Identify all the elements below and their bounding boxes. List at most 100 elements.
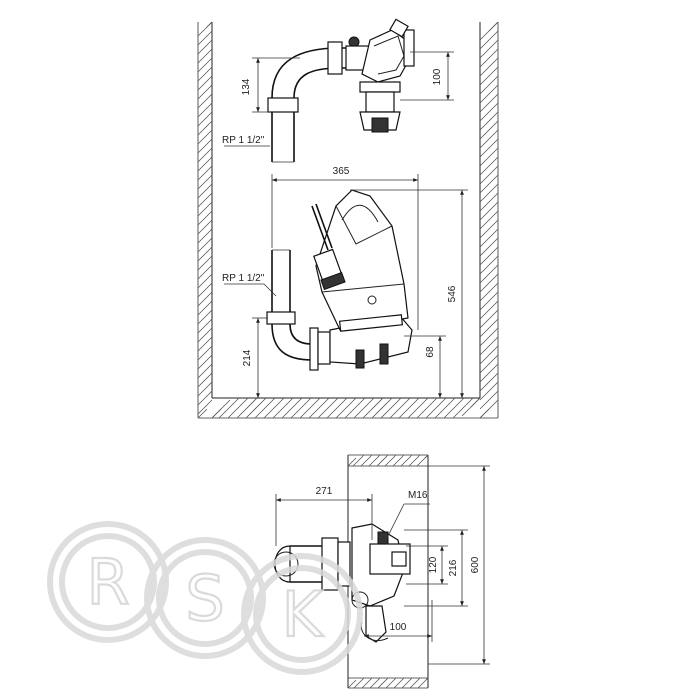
watermark-letter-s: S (185, 562, 224, 635)
hatch-line (479, 111, 499, 131)
hatch-line (371, 397, 393, 419)
hatch-line (272, 397, 294, 419)
hatch-line (197, 291, 213, 307)
hatch-line (197, 318, 213, 334)
hatch-line (335, 397, 357, 419)
hatch-line (197, 129, 213, 145)
hatch-line (425, 677, 429, 681)
hatch-line (227, 397, 249, 419)
hatch-line (479, 201, 499, 221)
hatch-line (361, 677, 373, 689)
hatch-line (353, 677, 365, 689)
hatch-line (197, 210, 213, 226)
hatch-line (479, 183, 499, 203)
top-discharge-assembly (267, 18, 415, 163)
hatch-line (384, 454, 397, 467)
hatch-line (479, 300, 499, 320)
hatch-line (479, 255, 499, 275)
hatch-line (479, 246, 499, 266)
hatch-line (299, 397, 321, 419)
hatch-line (479, 345, 499, 365)
side-dimensions: 365 546 68 214 RP 1 1/2" (222, 166, 468, 398)
hatch-line (389, 397, 411, 419)
plan-dimensions: 271 M16 120 216 600 100 (275, 465, 490, 665)
dim-271-label: 271 (316, 486, 333, 497)
hatch-line (416, 397, 438, 419)
hatch-line (479, 174, 499, 194)
hatch-line (479, 75, 499, 95)
hatch-line (197, 138, 213, 154)
hatch-line (245, 397, 267, 419)
hatch-line (197, 174, 213, 190)
hatch-line (352, 454, 365, 467)
hatch-line (479, 372, 499, 392)
hatch-line (434, 397, 456, 419)
hatch-line (479, 354, 499, 374)
hatch-line (197, 372, 213, 388)
hatch-line (344, 397, 366, 419)
hatch-line (197, 327, 213, 343)
hatch-line (377, 677, 389, 689)
dim-216-label: 216 (448, 559, 459, 576)
hatch-line (197, 75, 213, 91)
dim-68-label: 68 (425, 346, 436, 358)
hatch-line (479, 273, 499, 293)
hatch-line (197, 183, 213, 199)
hatch-line (197, 273, 213, 289)
hatch-line (479, 237, 499, 257)
hatch-line (479, 318, 499, 338)
hatch-line (479, 39, 499, 59)
hatch-line (409, 677, 421, 689)
hatch-line (197, 399, 213, 415)
hatch-line (317, 397, 339, 419)
hatch-line (197, 147, 213, 163)
hatch-line (197, 84, 213, 100)
hatch-line (362, 397, 384, 419)
hatch-line (479, 48, 499, 68)
hatch-line (197, 102, 213, 118)
plan-top-hatch (347, 454, 429, 467)
hatch-line (385, 677, 397, 689)
dim-546-label: 546 (447, 285, 458, 302)
hatch-line (479, 219, 499, 239)
hatch-line (479, 390, 499, 410)
hatch-line (197, 408, 208, 419)
dim-600-label: 600 (470, 556, 481, 573)
pump-side-assembly (266, 189, 413, 371)
hatch-line (380, 397, 402, 419)
hatch-line (197, 111, 213, 127)
left-wall-hatch (197, 21, 213, 419)
hatch-line (197, 30, 213, 46)
hatch-line (479, 399, 499, 419)
right-wall-hatch (479, 21, 499, 419)
sump-walls (197, 21, 499, 419)
hatch-line (407, 397, 429, 419)
dim-134-label: 134 (241, 78, 252, 95)
hatch-line (197, 93, 213, 109)
thread-label-side: RP 1 1/2" (222, 273, 265, 284)
hatch-line (408, 454, 421, 467)
hatch-line (479, 210, 499, 230)
hatch-line (376, 454, 389, 467)
watermark-letter-r: R (86, 546, 129, 619)
hatch-line (479, 228, 499, 248)
hatch-line (218, 397, 240, 419)
hatch-line (479, 120, 499, 140)
hatch-line (197, 390, 213, 406)
hatch-line (197, 336, 213, 352)
hatch-line (479, 138, 499, 158)
watermark-letter-k: K (282, 578, 324, 651)
hatch-line (347, 457, 357, 467)
hatch-line (368, 454, 381, 467)
hatch-line (479, 309, 499, 329)
hatch-line (470, 397, 481, 408)
hatch-line (197, 282, 213, 298)
hatch-line (369, 677, 381, 689)
hatch-line (197, 192, 213, 208)
dim-214-label: 214 (242, 349, 253, 366)
hatch-line (197, 309, 213, 325)
hatch-line (197, 354, 213, 370)
hatch-line (479, 165, 499, 185)
hatch-line (479, 156, 499, 176)
